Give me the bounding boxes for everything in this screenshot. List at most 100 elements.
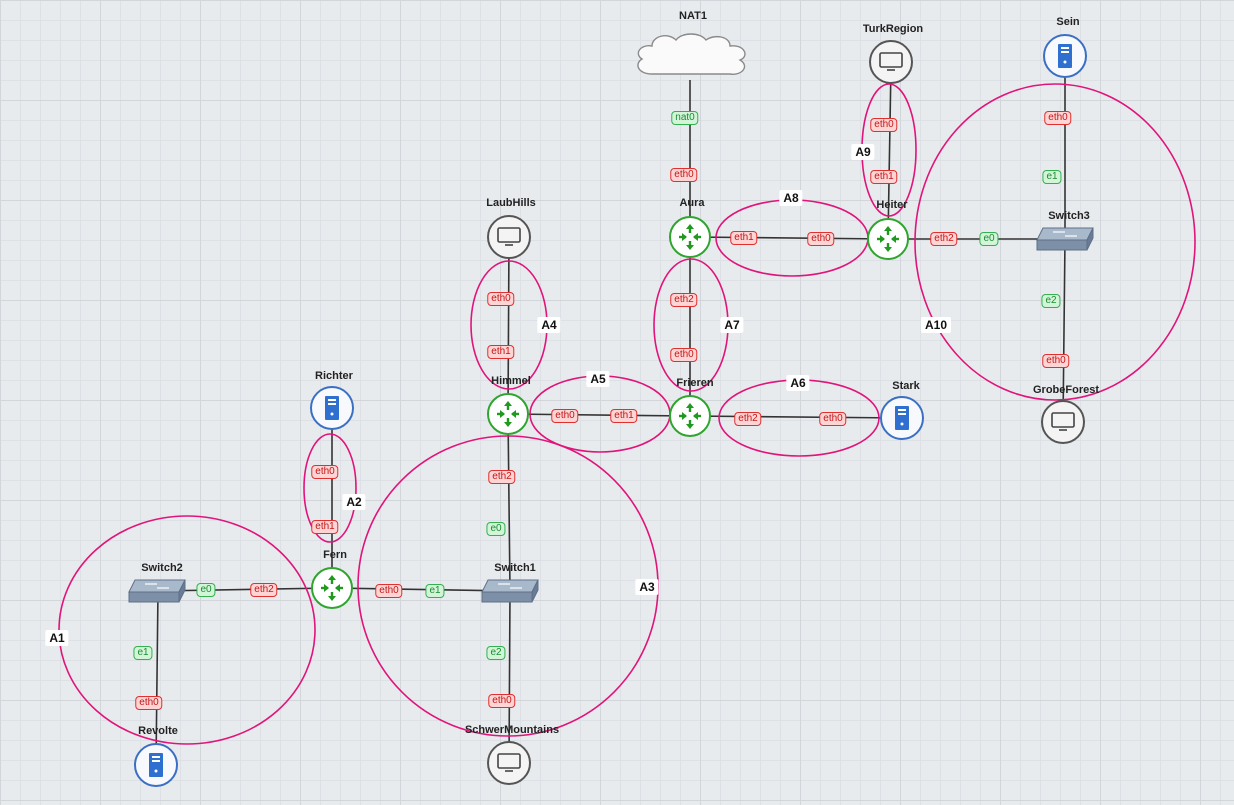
monitor-icon	[1051, 412, 1075, 431]
switch-icon	[128, 579, 186, 603]
port-frieren-eth0: eth0	[670, 348, 698, 362]
router-icon	[497, 401, 519, 427]
router-icon	[321, 575, 343, 601]
richter-node[interactable]	[310, 386, 354, 430]
port-switch3-e0: e0	[979, 232, 999, 246]
port-nat1-nat0: nat0	[671, 111, 699, 125]
link-frieren-stark	[689, 415, 903, 419]
port-sein-eth0: eth0	[1044, 111, 1072, 125]
himmel-node[interactable]	[487, 393, 529, 435]
node-label-schwermountains: SchwerMountains	[464, 724, 560, 736]
node-label-heiter: Heiter	[876, 199, 908, 211]
port-switch1-e2: e2	[486, 646, 506, 660]
port-richter-eth0: eth0	[311, 465, 339, 479]
port-grobeforest-eth0: eth0	[1042, 354, 1070, 368]
switch2-node[interactable]	[127, 578, 187, 604]
area-ellipse-a10	[914, 83, 1196, 401]
aura-node[interactable]	[669, 216, 711, 258]
area-label-a8: A8	[779, 190, 803, 206]
port-fern-eth1: eth1	[311, 520, 339, 534]
switch3-node[interactable]	[1035, 226, 1095, 252]
switch-icon	[1036, 227, 1094, 251]
node-label-frieren: Frieren	[676, 377, 714, 389]
grobeforest-node[interactable]	[1041, 400, 1085, 444]
area-label-a7: A7	[720, 317, 744, 333]
server-icon	[325, 396, 339, 420]
schwermountains-node[interactable]	[487, 741, 531, 785]
port-aura-eth0: eth0	[670, 168, 698, 182]
nat1-node[interactable]	[630, 30, 754, 82]
node-label-laubhills: LaubHills	[486, 197, 536, 209]
node-label-stark: Stark	[892, 380, 920, 392]
cloud-icon	[637, 33, 746, 75]
port-himmel-eth1: eth1	[487, 345, 515, 359]
area-label-a5: A5	[586, 371, 610, 387]
monitor-icon	[497, 753, 521, 772]
port-heiter-eth1: eth1	[870, 170, 898, 184]
laubhills-node[interactable]	[487, 215, 531, 259]
router-icon	[679, 224, 701, 250]
link-switch2-fern	[157, 587, 333, 592]
area-label-a1: A1	[45, 630, 69, 646]
frieren-node[interactable]	[669, 395, 711, 437]
node-label-fern: Fern	[323, 549, 347, 561]
switch-icon	[481, 579, 539, 603]
port-turkregion-eth0: eth0	[870, 118, 898, 132]
server-icon	[149, 753, 163, 777]
area-label-a4: A4	[537, 317, 561, 333]
link-switch2-revolte	[155, 590, 159, 766]
node-label-revolte: Revolte	[138, 725, 178, 737]
stark-node[interactable]	[880, 396, 924, 440]
node-label-himmel: Himmel	[491, 375, 531, 387]
link-fern-switch1	[331, 587, 511, 592]
sein-node[interactable]	[1043, 34, 1087, 78]
area-label-a10: A10	[920, 317, 952, 333]
area-ellipse-a1	[58, 515, 316, 745]
turkregion-node[interactable]	[869, 40, 913, 84]
node-label-switch2: Switch2	[141, 562, 183, 574]
link-turkregion-heiter	[887, 65, 892, 240]
port-revolte-eth0: eth0	[135, 696, 163, 710]
node-label-sein: Sein	[1056, 16, 1080, 28]
link-switch3-grobeforest	[1062, 238, 1066, 423]
port-stark-eth0: eth0	[819, 412, 847, 426]
port-frieren-eth1: eth1	[610, 409, 638, 423]
port-switch2-e0: e0	[196, 583, 216, 597]
node-label-aura: Aura	[679, 197, 705, 209]
port-fern-eth2: eth2	[250, 583, 278, 597]
port-switch1-e0: e0	[486, 522, 506, 536]
server-icon	[895, 406, 909, 430]
area-label-a3: A3	[635, 579, 659, 595]
monitor-icon	[879, 52, 903, 71]
area-label-a9: A9	[851, 144, 875, 160]
node-label-nat1: NAT1	[679, 10, 707, 22]
node-label-turkregion: TurkRegion	[862, 23, 924, 35]
port-switch1-e1: e1	[425, 584, 445, 598]
heiter-node[interactable]	[867, 218, 909, 260]
port-fern-eth0: eth0	[375, 584, 403, 598]
switch1-node[interactable]	[480, 578, 540, 604]
node-label-richter: Richter	[315, 370, 353, 382]
link-laubhills-himmel	[507, 236, 510, 415]
server-icon	[1058, 44, 1072, 68]
monitor-icon	[497, 227, 521, 246]
node-label-switch3: Switch3	[1048, 210, 1090, 222]
router-icon	[679, 403, 701, 429]
node-label-switch1: Switch1	[494, 562, 536, 574]
fern-node[interactable]	[311, 567, 353, 609]
area-ellipse-a7	[653, 258, 729, 392]
port-heiter-eth0: eth0	[807, 232, 835, 246]
port-switch2-e1: e1	[133, 646, 153, 660]
router-icon	[877, 226, 899, 252]
revolte-node[interactable]	[134, 743, 178, 787]
port-laubhills-eth0: eth0	[487, 292, 515, 306]
link-himmel-switch1	[507, 413, 511, 592]
link-switch1-schwermountains	[508, 590, 511, 764]
link-himmel-frieren	[507, 413, 691, 417]
area-ellipse-a2	[303, 433, 357, 543]
port-aura-eth1: eth1	[730, 231, 758, 245]
port-himmel-eth0: eth0	[551, 409, 579, 423]
port-aura-eth2: eth2	[670, 293, 698, 307]
port-himmel-eth2: eth2	[488, 470, 516, 484]
